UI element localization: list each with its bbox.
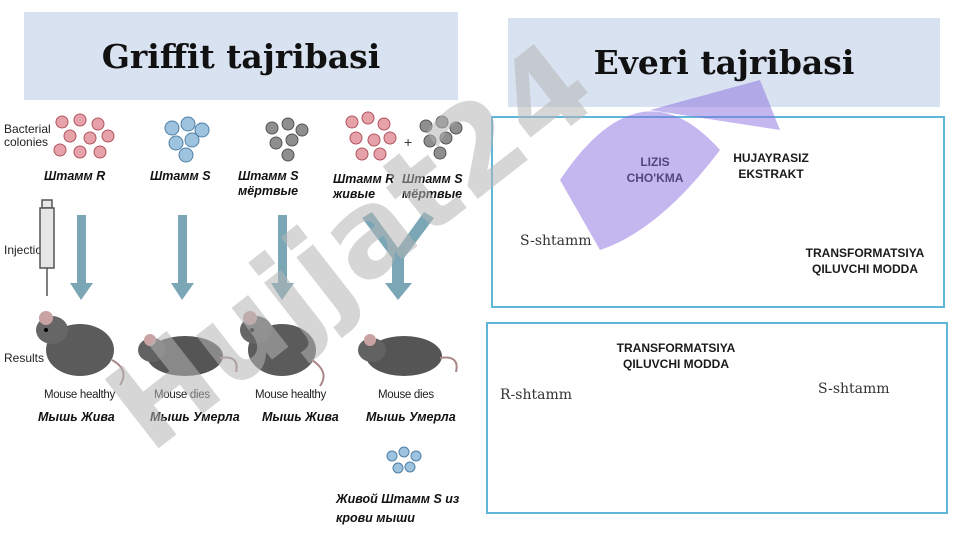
row-label-colonies: Bacterial colonies bbox=[4, 122, 51, 149]
outcome-en-3: Mouse healthy bbox=[255, 389, 326, 401]
row-label-injection: Injection bbox=[4, 243, 49, 257]
outcome-en-1: Mouse healthy bbox=[44, 389, 115, 401]
syringe-icon bbox=[39, 199, 55, 296]
strain-label-2: Штамм S bbox=[150, 169, 211, 183]
blood-note: Живой Штамм S из крови мыши bbox=[336, 492, 460, 525]
mouse-dies-1-icon bbox=[138, 334, 238, 376]
colony-r-icon bbox=[53, 113, 115, 159]
strain-label-4: Штамм R живые bbox=[333, 172, 395, 201]
s-strain-label: S-shtamm bbox=[520, 233, 592, 249]
outcome-ru-2: Мышь Умерла bbox=[150, 410, 240, 424]
row-label-results: Results bbox=[4, 351, 45, 365]
colony-s-dead-2-icon bbox=[419, 115, 463, 160]
avery-bottom-panel bbox=[486, 322, 948, 514]
colony-plus: + bbox=[404, 134, 413, 150]
outcome-en-2: Mouse dies bbox=[154, 389, 210, 401]
watermark-text: Hujjat24 bbox=[82, 15, 619, 478]
strain-label-3: Штамм S мёртвые bbox=[238, 169, 299, 198]
colony-s-icon bbox=[164, 116, 210, 163]
strain-label-1: Штамм R bbox=[44, 169, 106, 183]
colony-s-blood-icon bbox=[386, 446, 422, 474]
mouse-healthy-1-icon bbox=[36, 311, 125, 386]
mouse-dies-2-icon bbox=[358, 334, 458, 376]
griffit-title: Griffit tajribasi bbox=[24, 12, 458, 100]
transforming-agent-bottom-label: TRANSFORMATSIYA QILUVCHI MODDA bbox=[616, 341, 736, 371]
step-extract-label: HUJAYRASIZ EKSTRAKT bbox=[733, 151, 809, 181]
outcome-ru-3: Мышь Жива bbox=[262, 410, 339, 424]
outcome-en-4: Mouse dies bbox=[378, 389, 434, 401]
watermark-accent-icon bbox=[560, 80, 780, 250]
outcome-ru-1: Мышь Жива bbox=[38, 410, 115, 424]
injection-arrows bbox=[70, 212, 434, 300]
colony-s-dead-icon bbox=[265, 117, 309, 162]
outcome-ru-4: Мышь Умерла bbox=[366, 410, 456, 424]
r-strain-label: R-shtamm bbox=[500, 387, 572, 403]
s-strain-result-label: S-shtamm bbox=[818, 381, 890, 397]
mouse-healthy-2-icon bbox=[240, 311, 325, 387]
colony-r-alive-icon bbox=[345, 111, 397, 161]
strain-label-5: Штамм S мёртвые bbox=[402, 172, 463, 201]
transforming-agent-top-label: TRANSFORMATSIYA QILUVCHI MODDA bbox=[805, 246, 925, 276]
